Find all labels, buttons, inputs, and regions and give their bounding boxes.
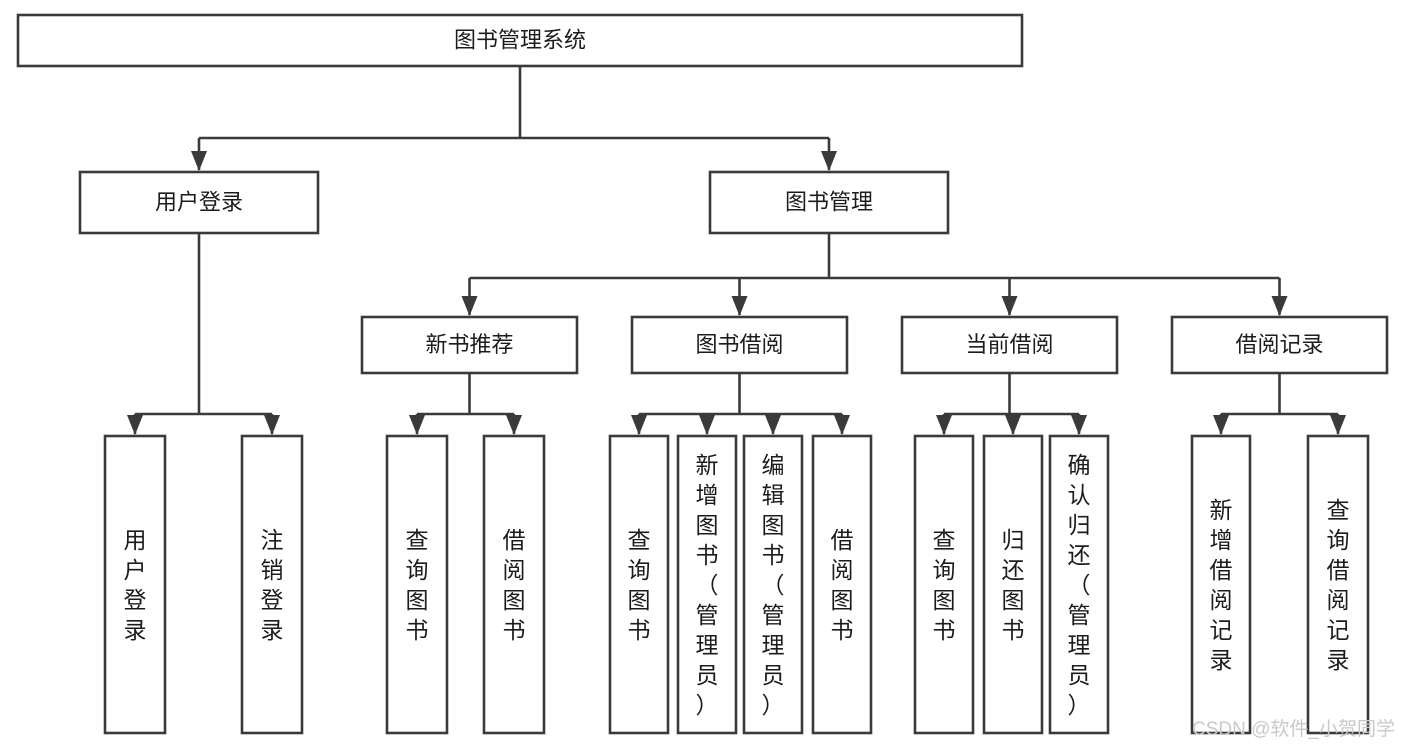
node-label: 注销登录 [261,527,284,643]
node-leaf-0[interactable]: 用户登录 [103,434,167,735]
node-box [708,170,950,235]
node-box [982,434,1044,735]
node-box [385,434,449,735]
node-level3-0[interactable]: 新书推荐 [360,315,579,375]
node-level3-3[interactable]: 借阅记录 [1170,315,1389,375]
arrow-head-icon [1330,415,1346,435]
node-box [676,434,738,735]
arrow-head-icon [1001,296,1018,316]
node-box [900,315,1119,375]
arrow-head-icon [1213,415,1229,435]
node-label: 借阅记录 [1235,332,1323,357]
arrow-head-icon [631,415,647,435]
node-label: 查询图书 [406,527,429,643]
node-box [1306,434,1370,735]
node-leaf-1[interactable]: 注销登录 [240,434,304,735]
node-box [913,434,975,735]
node-label: 借阅图书 [831,527,854,643]
node-label: 借阅图书 [503,527,526,643]
arrow-head-icon [191,151,207,171]
node-leaf-12[interactable]: 查询借阅记录 [1306,434,1370,735]
node-leaf-8[interactable]: 查询图书 [913,434,975,735]
arrow-head-icon [1271,296,1288,316]
node-box [240,434,304,735]
node-label: 编辑图书（管理员） [762,452,785,718]
node-leaf-11[interactable]: 新增借阅记录 [1190,434,1252,735]
arrow-head-icon [409,415,425,435]
node-box [1170,315,1389,375]
watermark-text: CSDN @软件_小贺同学 [1192,719,1395,740]
node-label: 图书借阅 [695,332,783,357]
node-box [742,434,804,735]
node-leaf-3[interactable]: 借阅图书 [482,434,546,735]
connector-layer [127,66,1346,435]
node-leaf-4[interactable]: 查询图书 [608,434,670,735]
node-level3-1[interactable]: 图书借阅 [630,315,849,375]
node-layer: 图书管理系统用户登录图书管理新书推荐图书借阅当前借阅借阅记录用户登录注销登录查询… [16,13,1389,735]
arrow-head-icon [1071,415,1087,435]
node-label: 确认归还（管理员） [1068,452,1091,718]
node-leaf-2[interactable]: 查询图书 [385,434,449,735]
node-box [630,315,849,375]
node-label: 图书管理系统 [454,27,586,52]
node-label: 查询图书 [628,527,651,643]
node-leaf-5[interactable]: 新增图书（管理员） [676,434,738,735]
arrow-head-icon [264,415,280,435]
node-box [1048,434,1110,735]
node-box [360,315,579,375]
node-box [482,434,546,735]
node-label: 新增图书（管理员） [696,452,719,718]
node-label: 图书管理 [785,189,873,214]
node-level3-2[interactable]: 当前借阅 [900,315,1119,375]
node-label: 新增借阅记录 [1210,497,1233,673]
node-box [811,434,873,735]
arrow-head-icon [731,296,748,316]
node-leaf-9[interactable]: 归还图书 [982,434,1044,735]
node-box [1190,434,1252,735]
node-leaf-10[interactable]: 确认归还（管理员） [1048,434,1110,735]
arrow-head-icon [765,415,781,435]
arrow-head-icon [127,415,143,435]
node-label: 当前借阅 [965,332,1053,357]
node-label: 用户登录 [124,527,147,643]
node-box [608,434,670,735]
arrow-head-icon [461,296,478,316]
node-level2-0[interactable]: 用户登录 [78,170,320,235]
arrow-head-icon [1005,415,1021,435]
node-label: 查询借阅记录 [1327,497,1350,673]
node-level2-1[interactable]: 图书管理 [708,170,950,235]
arrow-head-icon [821,151,837,171]
node-leaf-7[interactable]: 借阅图书 [811,434,873,735]
node-box [78,170,320,235]
node-box [103,434,167,735]
arrow-head-icon [834,415,850,435]
node-box [16,13,1024,68]
node-label: 查询图书 [933,527,956,643]
arrow-head-icon [506,415,522,435]
node-root-0[interactable]: 图书管理系统 [16,13,1024,68]
node-label: 新书推荐 [425,332,513,357]
arrow-head-icon [699,415,715,435]
node-label: 归还图书 [1002,527,1025,643]
node-label: 用户登录 [155,189,243,214]
arrow-head-icon [936,415,952,435]
node-leaf-6[interactable]: 编辑图书（管理员） [742,434,804,735]
